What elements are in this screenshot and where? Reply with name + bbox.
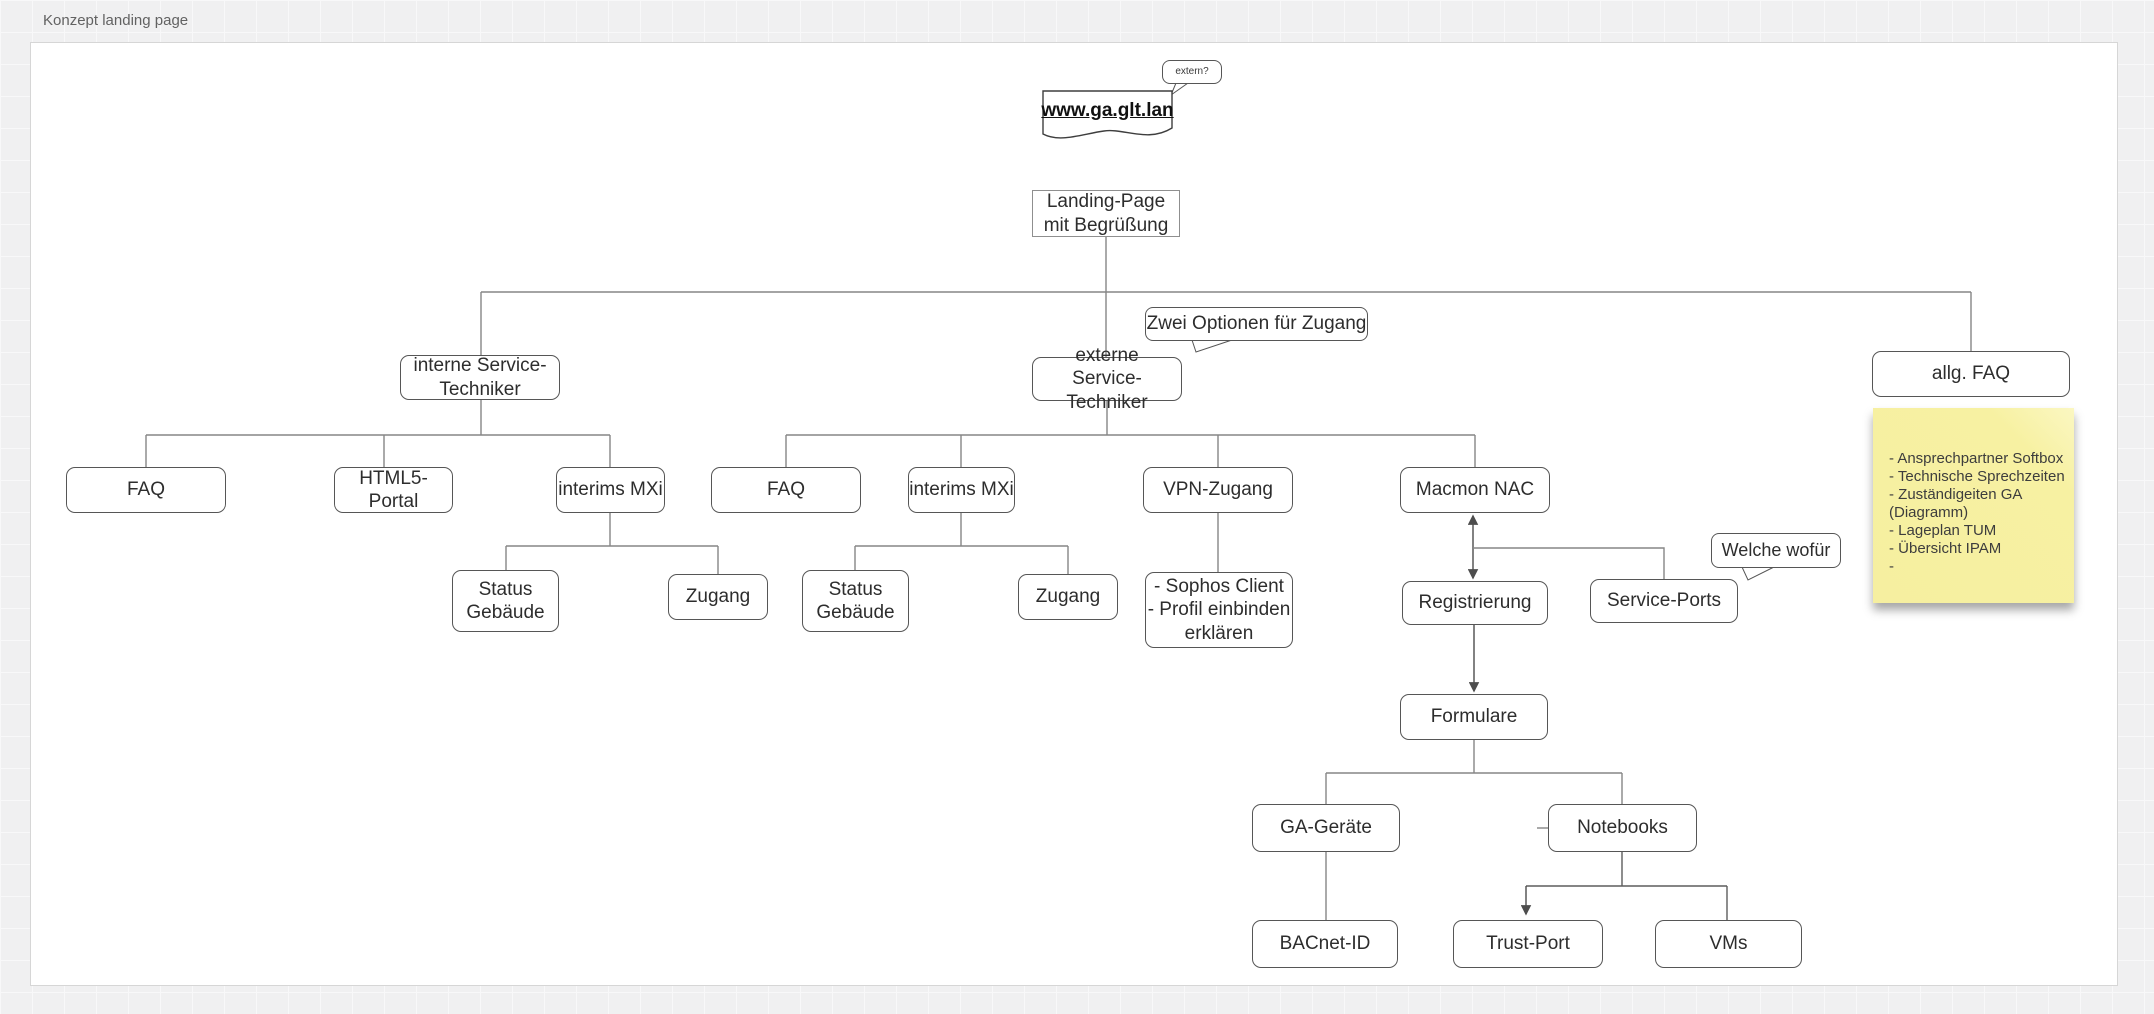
node-notebooks[interactable]: Notebooks	[1548, 804, 1697, 852]
node-www-link-label: www.ga.glt.lan	[1041, 100, 1174, 121]
node-interims-mxi-extern-label: interims MXi	[909, 479, 1014, 501]
node-landing-page-label: Landing-Page mit Begrüßung	[1043, 191, 1169, 236]
node-externe-service-techniker[interactable]: externe Service-Techniker	[1032, 345, 1182, 413]
node-faq-intern-label: FAQ	[126, 479, 165, 501]
node-registrierung-label: Registrierung	[1418, 592, 1532, 614]
node-service-ports-label: Service-Ports	[1606, 590, 1722, 612]
node-status-gebaeude-intern[interactable]: Status Gebäude	[452, 570, 559, 632]
sticky-note[interactable]: - Ansprechpartner Softbox - Technische S…	[1873, 408, 2074, 603]
node-status-gebaeude-extern-label: Status Gebäude	[816, 578, 895, 623]
node-notebooks-label: Notebooks	[1577, 817, 1668, 839]
node-interims-mxi-extern[interactable]: interims MXi	[908, 467, 1015, 513]
node-zugang-intern-label: Zugang	[685, 586, 751, 608]
sticky-note-line: (Diagramm)	[1889, 504, 1969, 521]
sticky-note-line: -	[1889, 558, 1894, 575]
node-vpn-zugang[interactable]: VPN-Zugang	[1143, 467, 1293, 513]
node-vms-label: VMs	[1709, 933, 1748, 955]
node-zugang-extern[interactable]: Zugang	[1018, 574, 1118, 620]
node-allg-faq[interactable]: allg. FAQ	[1872, 351, 2070, 397]
callout-welche-wofuer-label: Welche wofür	[1721, 539, 1831, 560]
node-trust-port[interactable]: Trust-Port	[1453, 920, 1603, 968]
node-status-gebaeude-intern-label: Status Gebäude	[466, 578, 545, 623]
node-formulare-label: Formulare	[1430, 706, 1518, 728]
node-trust-port-label: Trust-Port	[1486, 933, 1570, 955]
node-bacnet-id[interactable]: BACnet-ID	[1252, 920, 1398, 968]
node-sophos-line3: erklären	[1184, 622, 1254, 644]
node-interims-mxi-intern-label: interims MXi	[558, 479, 663, 501]
node-faq-extern-label: FAQ	[766, 479, 805, 501]
node-zugang-extern-label: Zugang	[1035, 586, 1101, 608]
node-sophos-client[interactable]: - Sophos Client - Profil einbinden erklä…	[1145, 572, 1293, 648]
node-macmon-nac[interactable]: Macmon NAC	[1400, 467, 1550, 513]
callout-extern-label: extern?	[1175, 65, 1209, 77]
node-interne-service-techniker[interactable]: interne Service-Techniker	[400, 355, 560, 400]
node-ga-geraete-label: GA-Geräte	[1280, 817, 1372, 839]
node-www-link[interactable]: www.ga.glt.lan	[1041, 93, 1174, 129]
callout-extern[interactable]: extern?	[1162, 60, 1222, 84]
node-macmon-nac-label: Macmon NAC	[1415, 479, 1535, 501]
callout-zwei-optionen[interactable]: Zwei Optionen für Zugang	[1145, 307, 1368, 341]
sticky-note-line: - Lageplan TUM	[1889, 522, 1997, 539]
node-formulare[interactable]: Formulare	[1400, 694, 1548, 740]
node-bacnet-id-label: BACnet-ID	[1279, 933, 1371, 955]
node-vpn-zugang-label: VPN-Zugang	[1163, 479, 1273, 501]
node-landing-page[interactable]: Landing-Page mit Begrüßung	[1032, 190, 1180, 237]
sticky-note-line: - Übersicht IPAM	[1889, 540, 2002, 557]
diagram-page[interactable]	[30, 42, 2118, 986]
node-sophos-line1: - Sophos Client	[1154, 576, 1284, 598]
node-html5-portal-label: HTML5-Portal	[359, 467, 428, 512]
node-registrierung[interactable]: Registrierung	[1402, 581, 1548, 625]
sticky-note-line: - Technische Sprechzeiten	[1889, 468, 2065, 485]
node-service-ports[interactable]: Service-Ports	[1590, 579, 1738, 623]
node-zugang-intern[interactable]: Zugang	[668, 574, 768, 620]
node-ga-geraete[interactable]: GA-Geräte	[1252, 804, 1400, 852]
node-interne-label: interne Service-Techniker	[413, 355, 547, 400]
node-sophos-line2: - Profil einbinden	[1147, 599, 1291, 621]
node-faq-intern[interactable]: FAQ	[66, 467, 226, 513]
callout-welche-wofuer[interactable]: Welche wofür	[1711, 533, 1841, 568]
callout-zwei-optionen-label: Zwei Optionen für Zugang	[1146, 313, 1367, 335]
node-faq-extern[interactable]: FAQ	[711, 467, 861, 513]
node-allg-faq-label: allg. FAQ	[1931, 363, 2011, 385]
node-html5-portal[interactable]: HTML5-Portal	[334, 467, 453, 513]
node-interims-mxi-intern[interactable]: interims MXi	[556, 467, 665, 513]
sticky-note-line: - Ansprechpartner Softbox	[1889, 450, 2064, 467]
sticky-note-line: - Zuständigeiten GA	[1889, 486, 2023, 503]
diagram-title: Konzept landing page	[43, 12, 189, 29]
node-vms[interactable]: VMs	[1655, 920, 1802, 968]
node-status-gebaeude-extern[interactable]: Status Gebäude	[802, 570, 909, 632]
